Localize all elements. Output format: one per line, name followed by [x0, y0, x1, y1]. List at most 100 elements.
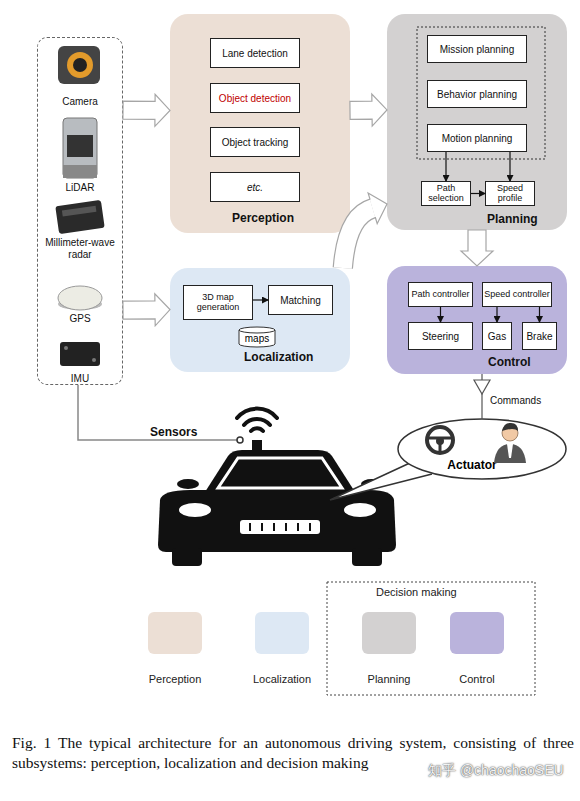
arrow-line: [497, 307, 498, 322]
bubble-title: Actuator: [397, 458, 567, 472]
annotation-label: Sensors: [150, 425, 197, 439]
arrow-line: [539, 307, 540, 322]
legend-swatch: [362, 612, 416, 654]
box-label: Object detection: [219, 93, 291, 104]
command-arrow: [474, 374, 490, 419]
imu-body: [60, 342, 100, 366]
car-wheel: [352, 548, 382, 566]
legend-label: Perception: [125, 673, 225, 685]
arrow-line: [510, 152, 511, 181]
subsystem-panel: PerceptionLane detectionObject detection…: [170, 14, 350, 233]
process-box: Gas: [482, 322, 512, 350]
process-box: etc.: [210, 172, 300, 202]
sensor-label: LiDAR: [38, 182, 122, 194]
subsystem-panel: ControlPath controllerSpeed controllerSt…: [387, 266, 567, 374]
block-arrow-shape: [461, 230, 493, 266]
arrow-line-path: [496, 307, 497, 322]
wheel-rim: [427, 427, 453, 453]
box-label: Behavior planning: [437, 89, 517, 100]
wire-end: [237, 437, 243, 443]
box-label: Steering: [422, 331, 459, 342]
panel-title: Localization: [244, 350, 313, 364]
radar-body: [55, 200, 104, 234]
lidar-icon: [63, 118, 97, 178]
legend-label: Localization: [232, 673, 332, 685]
command-line: [481, 374, 482, 419]
arrow-line: [253, 300, 268, 301]
annotation-label: Decision making: [376, 586, 457, 598]
camera-icon: [58, 46, 100, 84]
arrow-line-path: [445, 152, 446, 181]
panel-title: Control: [488, 355, 531, 369]
box-label: Matching: [280, 295, 321, 306]
steering-wheel-icon: [427, 427, 453, 453]
subsystem-panel: Localization 3D map generation Matching map…: [170, 268, 350, 372]
sensor-label: Camera: [38, 96, 122, 108]
car-windshield: [218, 458, 342, 488]
box-label: Motion planning: [442, 133, 513, 144]
box-label: Speed controller: [484, 290, 550, 299]
actuator-bubble: Actuator: [397, 418, 567, 480]
car-headlight: [179, 503, 211, 517]
lidar-window: [67, 135, 93, 157]
imu-screw: [92, 358, 96, 362]
sensor-wire: [78, 385, 237, 440]
arrow-line-path: [440, 307, 441, 322]
map-database: maps: [238, 326, 276, 348]
block-arrow-shape: [123, 94, 170, 126]
wifi-symbol: [237, 409, 277, 431]
legend-swatch: [255, 612, 309, 654]
open-arrowhead: [474, 380, 490, 394]
process-box: Object tracking: [210, 127, 300, 157]
planning-group-box: [417, 27, 545, 159]
cylinder-outline: [239, 327, 275, 347]
arrow-line: [446, 152, 447, 181]
wifi-arc: [244, 419, 270, 425]
cylinder-rim: [239, 330, 275, 333]
camera-ring: [67, 52, 93, 78]
box-label: Path selection: [423, 184, 469, 203]
curved-block-arrow: [343, 193, 387, 268]
arrow-line: [440, 307, 441, 322]
arrow-line-path: [539, 307, 540, 322]
wheel-hub: [436, 437, 444, 445]
sensor-group: CameraLiDARMillimeter-wave radarGPSIMU: [37, 37, 123, 385]
driver-head: [502, 425, 518, 441]
block-arrow: [123, 94, 170, 126]
curve-fill: [343, 208, 373, 268]
block-arrow-shape: [123, 294, 170, 326]
block-arrow: [123, 294, 170, 326]
database-label: maps: [238, 333, 276, 344]
edge-label: Commands: [490, 395, 541, 406]
sensor-label: Millimeter-wave radar: [38, 237, 122, 260]
car-illustration: [158, 440, 396, 566]
box-label: Mission planning: [440, 44, 515, 55]
arrow-line: [471, 193, 485, 194]
legend-swatch: [450, 612, 504, 654]
lidar-body: [63, 118, 97, 178]
process-box: Brake: [522, 322, 557, 350]
legend-group-box: [327, 582, 535, 695]
car-body: [158, 490, 396, 552]
process-box: Matching: [268, 285, 333, 315]
watermark: 知乎 @chaochaoSEU: [428, 762, 564, 780]
subsystem-panel: PlanningMission planningBehavior plannin…: [387, 14, 567, 230]
box-label: Gas: [488, 331, 506, 342]
sensor-label: IMU: [38, 373, 122, 385]
car-headlight: [344, 503, 376, 517]
box-label: etc.: [247, 182, 263, 193]
gps-base: [58, 298, 102, 310]
process-box: Object detection: [210, 83, 300, 113]
process-box: Motion planning: [427, 124, 527, 152]
block-arrow: [350, 94, 387, 126]
process-box: Speed controller: [482, 282, 552, 307]
process-box: Lane detection: [210, 38, 300, 68]
process-box: Speed profile: [485, 181, 535, 206]
driver-icon: [494, 423, 526, 463]
block-arrow: [461, 230, 493, 266]
block-arrow-shape: [350, 94, 387, 126]
imu-icon: [60, 342, 100, 366]
box-label: 3D map generation: [185, 293, 251, 312]
box-label: Speed profile: [487, 184, 533, 203]
